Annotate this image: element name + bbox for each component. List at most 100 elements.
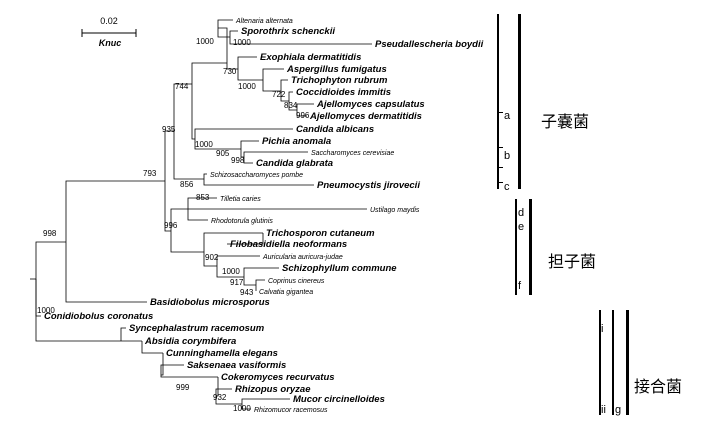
tree-branch-43 <box>164 181 171 232</box>
taxon-label: Tilletia caries <box>220 196 261 203</box>
tree-branch-32 <box>216 255 260 266</box>
taxon-label: Syncephalastrum racemosum <box>129 323 265 334</box>
taxon-label: Saccharomyces cerevisiae <box>311 150 394 157</box>
tree-branch-11 <box>229 37 372 45</box>
bootstrap-value: 932 <box>213 393 227 402</box>
taxon-label: Pichia anomala <box>262 136 331 147</box>
scale-unit: Knuc <box>99 38 122 48</box>
taxon-label: Saksenaea vasiformis <box>187 360 286 371</box>
taxon-label: Rhodotorula glutinis <box>211 218 273 225</box>
tree-branch-18 <box>240 140 259 149</box>
taxon-label: Cunninghamella elegans <box>166 348 278 359</box>
bootstrap-value: 998 <box>43 229 57 238</box>
taxon-label: Filobasidiella neoformans <box>230 239 347 250</box>
bootstrap-value: 744 <box>175 82 189 91</box>
group-bar-ascomycota <box>518 14 521 189</box>
tree-branch-44 <box>65 180 165 242</box>
taxon-label: Calvatia gigantea <box>259 289 313 296</box>
scale-bar-line <box>81 29 137 37</box>
tree-branch-52 <box>160 375 218 378</box>
bootstrap-value: 996 <box>296 111 310 120</box>
bootstrap-value: 722 <box>272 90 286 99</box>
subgroup-tick-3 <box>499 182 503 183</box>
taxon-label: Trichophyton rubrum <box>291 75 388 86</box>
tree-branch-7 <box>262 80 281 92</box>
tree-branch-34 <box>227 233 264 245</box>
tree-branch-2 <box>288 91 293 101</box>
tree-branch-35 <box>203 232 263 252</box>
bootstrap-value: 1000 <box>238 82 256 91</box>
tree-branch-20 <box>194 128 293 139</box>
tree-branch-16 <box>243 151 308 157</box>
tree-branch-3 <box>288 101 297 111</box>
phylum-label-ascomycota: 子嚢菌 <box>541 112 589 131</box>
scale-bar: 0.02 Knuc <box>81 16 137 48</box>
tree-branch-55 <box>120 327 126 341</box>
taxon-label: Rhizomucor racemosus <box>254 407 328 414</box>
taxon-label: Schizophyllum commune <box>282 263 397 274</box>
subgroup-tick-0 <box>499 112 503 113</box>
group-bar-basidiomycota <box>529 199 532 295</box>
tree-branch-31 <box>243 277 256 286</box>
taxon-label: Candida albicans <box>296 124 374 135</box>
taxon-label: Trichosporon cutaneum <box>266 228 375 239</box>
tree-branch-1 <box>296 110 307 117</box>
scale-value: 0.02 <box>100 16 118 26</box>
tree-branch-42 <box>164 130 174 181</box>
tree-branch-21 <box>194 139 241 150</box>
tree-branch-22 <box>191 62 227 84</box>
tree-branch-50 <box>216 377 219 397</box>
tree-branch-25 <box>203 179 314 186</box>
group-bar-zygomycota-g <box>612 310 614 415</box>
group-bar-ascomycota-sub <box>497 14 499 189</box>
taxon-label: Ajellomyces capsulatus <box>316 99 425 110</box>
tree-branch-49 <box>215 396 242 405</box>
tree-branch-5 <box>280 91 289 102</box>
bootstrap-value: 1000 <box>195 140 213 149</box>
bootstrap-value: 917 <box>230 278 244 287</box>
tree-branch-47 <box>241 404 251 410</box>
subgroup-tick-2 <box>499 167 503 168</box>
taxon-label: Auricularia auricura-judae <box>262 254 343 261</box>
group-bar-zygomycota-sub <box>599 310 601 415</box>
bootstrap-value: 1000 <box>196 37 214 46</box>
taxon-label: Schizosaccharomyces pombe <box>210 172 303 179</box>
bootstrap-value: 730 <box>223 67 237 76</box>
bootstrap-value: 905 <box>216 149 230 158</box>
tree-branch-0 <box>296 103 314 110</box>
subgroup-label-e: e <box>518 221 524 233</box>
group-bar-zygomycota <box>626 310 629 415</box>
tree-branch-53 <box>161 353 164 376</box>
bootstrap-value: 856 <box>180 180 194 189</box>
tree-branch-45 <box>65 242 147 303</box>
tree-branch-28 <box>255 279 265 285</box>
taxon-label: Exophiala dermatitidis <box>260 52 361 63</box>
bootstrap-value: 996 <box>164 221 178 230</box>
group-bar-basidiomycota-sub <box>515 199 517 295</box>
tree-branch-57 <box>35 241 66 279</box>
tree-branch-48 <box>215 388 232 396</box>
taxon-label: Absidia corymbifera <box>144 336 236 347</box>
bootstrap-value: 1000 <box>233 404 251 413</box>
bootstrap-value: 1000 <box>222 267 240 276</box>
tree-branch-9 <box>237 69 263 81</box>
taxon-label: Basidiobolus microsporus <box>150 297 270 308</box>
tree-branch-33 <box>216 266 244 278</box>
tree-branch-51 <box>160 364 184 375</box>
subgroup-label-f: f <box>518 280 522 292</box>
taxon-label: Candida glabrata <box>256 158 333 169</box>
tree-branch-12 <box>217 19 233 28</box>
tree-branch-8 <box>237 56 257 69</box>
taxon-label: Mucor circinelloides <box>293 394 385 405</box>
tree-branch-59 <box>35 279 121 342</box>
subgroup-tick-1 <box>499 147 503 148</box>
tree-branch-39 <box>187 209 208 221</box>
tree-branch-26 <box>173 83 192 131</box>
subgroup-label-ii: ii <box>601 404 606 416</box>
phylum-label-zygomycota: 接合菌 <box>634 377 682 396</box>
taxon-label: Ustilago maydis <box>370 207 420 214</box>
taxon-label: Rhizopus oryzae <box>235 384 311 395</box>
tree-branch-27 <box>173 131 204 180</box>
bootstrap-value: 998 <box>231 156 245 165</box>
